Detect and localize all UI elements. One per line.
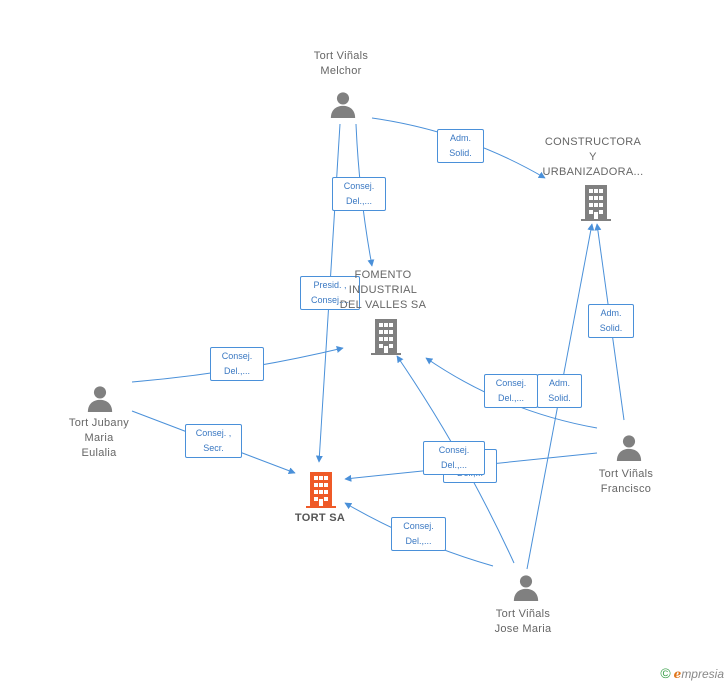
edge-label-maria_eulalia-to-tort_sa[interactable]: Consej. , Secr. — [185, 424, 242, 458]
edge-label-melchor-to-fomento[interactable]: Consej. Del.,... — [332, 177, 386, 211]
edge-label-jose_maria-to-fomento[interactable]: Consej. Del.,... — [423, 441, 485, 475]
node-label-francisco[interactable]: Tort Viñals Francisco — [598, 468, 654, 495]
building-icon-constructora[interactable] — [581, 185, 611, 221]
person-icon-francisco[interactable] — [616, 435, 642, 461]
brand-initial: e — [673, 667, 682, 681]
brand-name: mpresia — [681, 667, 724, 681]
node-label-maria_eulalia[interactable]: Tort Jubany Maria Eulalia — [68, 417, 130, 459]
node-label-constructora[interactable]: CONSTRUCTORA Y URBANIZADORA... — [542, 136, 644, 178]
node-label-jose_maria[interactable]: Tort Viñals Jose Maria — [494, 608, 552, 635]
person-icon-melchor[interactable] — [330, 92, 356, 118]
node-label-tort_sa[interactable]: TORT SA — [294, 512, 346, 524]
edge-label-maria_eulalia-to-fomento[interactable]: Consej. Del.,... — [210, 347, 264, 381]
edge-label-jose_maria-to-tort_sa[interactable]: Consej. Del.,... — [391, 517, 446, 551]
edge-label-francisco-to-fomento[interactable]: Consej. Del.,... — [484, 374, 538, 408]
empresia-logo: ©empresia — [660, 665, 724, 681]
edge-label-francisco-to-constructora[interactable]: Adm. Solid. — [588, 304, 634, 338]
node-label-melchor[interactable]: Tort Viñals Melchor — [313, 50, 369, 77]
person-icon-jose_maria[interactable] — [513, 575, 539, 601]
person-icon-maria_eulalia[interactable] — [87, 386, 113, 412]
building-icon-tort_sa[interactable] — [306, 472, 336, 508]
edge-label-melchor-to-constructora[interactable]: Adm. Solid. — [437, 129, 484, 163]
node-label-fomento[interactable]: FOMENTO INDUSTRIAL DEL VALLES SA — [339, 269, 427, 311]
copyright-symbol: © — [660, 665, 671, 681]
edge-label-melchor-to-tort_sa[interactable]: Presid. , Consej.... — [300, 276, 360, 310]
building-icon-fomento[interactable] — [371, 319, 401, 355]
edge-label-jose_maria-to-constructora[interactable]: Adm. Solid. — [537, 374, 582, 408]
